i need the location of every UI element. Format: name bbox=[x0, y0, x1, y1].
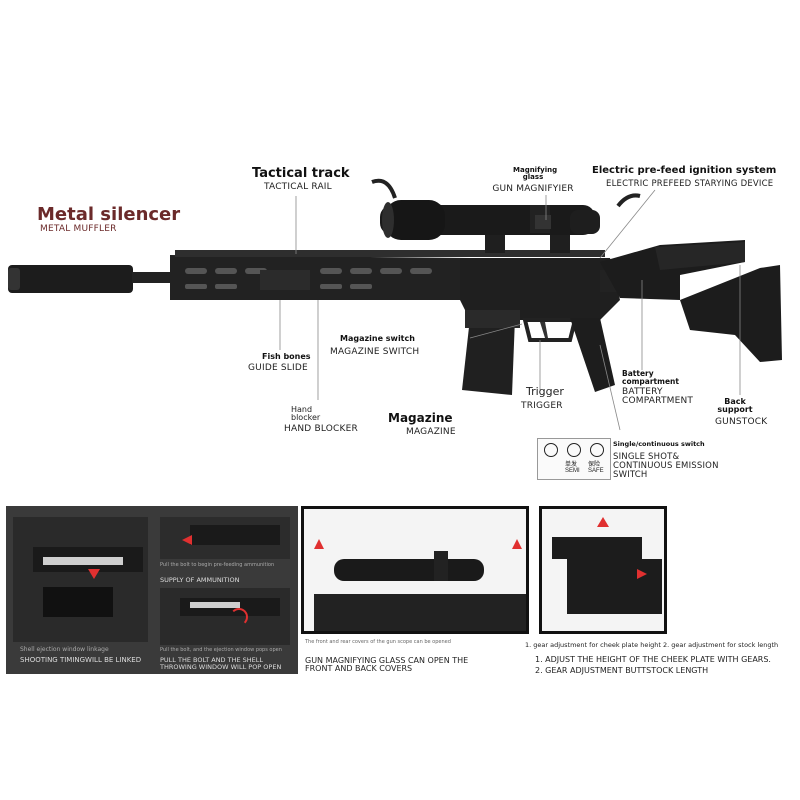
metal-silencer-label: Metal silencer METAL MUFFLER bbox=[37, 204, 181, 234]
silencer bbox=[8, 265, 133, 293]
stock-photo bbox=[539, 506, 667, 634]
curved-arrow-icon bbox=[230, 608, 248, 626]
back-support-title: Back support bbox=[717, 397, 753, 415]
tactical-track-caption: TACTICAL RAIL bbox=[264, 181, 332, 192]
right-arrow-icon bbox=[637, 569, 647, 579]
top-rail bbox=[175, 250, 605, 257]
auto-icon bbox=[544, 443, 558, 457]
electric-prefeed-caption: ELECTRIC PREFEED STARYING DEVICE bbox=[606, 178, 774, 189]
magnifying-glass-label: Magnifying glass GUN MAGNIFYIER bbox=[488, 166, 578, 194]
supply-caption: SUPPLY OF AMMUNITION bbox=[160, 576, 240, 584]
electric-prefeed-label: Electric pre-feed ignition system ELECTR… bbox=[592, 165, 777, 189]
gunstock-shape bbox=[600, 240, 782, 362]
scope-small: The front and rear covers of the gun sco… bbox=[305, 639, 451, 645]
barrel bbox=[132, 272, 177, 283]
rifle-illustration bbox=[8, 178, 782, 431]
down-arrow-icon bbox=[88, 569, 100, 579]
pull-bolt-small: Pull the bolt, and the ejection window p… bbox=[160, 647, 282, 653]
magazine-switch-caption: MAGAZINE SWITCH bbox=[330, 347, 420, 358]
magazine-label: Magazine MAGAZINE bbox=[388, 412, 456, 437]
trigger-title: Trigger bbox=[526, 385, 564, 398]
trigger-shape bbox=[540, 322, 548, 338]
semi-text: SEMI bbox=[565, 468, 580, 474]
scope bbox=[371, 178, 641, 253]
magnifying-glass-caption: GUN MAGNIFYIER bbox=[492, 183, 574, 194]
shell-ejection-photo bbox=[13, 517, 148, 642]
fish-bones-title: Fish bones bbox=[262, 352, 311, 361]
stock-line1: 1. ADJUST THE HEIGHT OF THE CHEEK PLATE … bbox=[535, 655, 771, 664]
battery-title: Battery compartment bbox=[622, 369, 679, 386]
pistol-grip bbox=[570, 318, 615, 392]
semi-icon bbox=[567, 443, 581, 457]
magazine-caption: MAGAZINE bbox=[406, 426, 456, 437]
magazine-switch-label: Magazine switch MAGAZINE SWITCH bbox=[330, 334, 420, 358]
single-continuous-label: Single/continuous switch SINGLE SHOT& CO… bbox=[613, 441, 723, 480]
up-arrow-icon bbox=[597, 517, 609, 527]
supply-photo bbox=[160, 517, 290, 559]
scope-photo bbox=[301, 506, 529, 634]
battery-caption: BATTERY COMPARTMENT bbox=[622, 386, 694, 407]
stock-small: 1. gear adjustment for cheek plate heigh… bbox=[525, 641, 779, 649]
shell-ejection-small: Shell ejection window linkage bbox=[20, 646, 109, 653]
electric-prefeed-title: Electric pre-feed ignition system bbox=[592, 165, 777, 176]
trigger-label: Trigger TRIGGER bbox=[521, 386, 564, 411]
magazine-title: Magazine bbox=[388, 411, 453, 425]
back-support-caption: GUNSTOCK bbox=[715, 416, 768, 427]
hand-blocker-caption: HAND BLOCKER bbox=[284, 423, 358, 434]
up-right-arrow-icon bbox=[512, 539, 522, 549]
single-continuous-caption: SINGLE SHOT& CONTINUOUS EMISSION SWITCH bbox=[613, 451, 719, 480]
single-continuous-title: Single/continuous switch bbox=[613, 440, 705, 448]
semi-cn-text: 单发 bbox=[565, 462, 578, 468]
fish-bones-caption: GUIDE SLIDE bbox=[248, 363, 308, 374]
up-left-arrow-icon bbox=[314, 539, 324, 549]
metal-silencer-title: Metal silencer bbox=[37, 204, 181, 225]
pull-bolt-caption: PULL THE BOLT AND THE SHELL THROWING WIN… bbox=[160, 656, 282, 671]
magazine-switch-title: Magazine switch bbox=[340, 334, 415, 343]
metal-silencer-caption: METAL MUFFLER bbox=[40, 223, 117, 234]
safe-icon bbox=[590, 443, 604, 457]
shell-ejection-caption: SHOOTING TIMINGWILL BE LINKED bbox=[20, 656, 142, 664]
fish-bones-label: Fish bones GUIDE SLIDE bbox=[248, 352, 311, 374]
magazine-shape bbox=[462, 318, 515, 395]
scope-caption: GUN MAGNIFYING GLASS CAN OPEN THE FRONT … bbox=[305, 656, 469, 674]
left-arrow-icon bbox=[182, 535, 192, 545]
pull-bolt-photo bbox=[160, 588, 290, 645]
tactical-track-label: Tactical track TACTICAL RAIL bbox=[252, 167, 350, 192]
hand-blocker-title: Hand blocker bbox=[291, 405, 321, 423]
safe-cn-text: 保险 bbox=[588, 462, 601, 468]
safe-text: SAFE bbox=[588, 468, 604, 474]
battery-label: Battery compartment BATTERY COMPARTMENT bbox=[622, 370, 702, 407]
stock-line2: 2. GEAR ADJUSTMENT BUTTSTOCK LENGTH bbox=[535, 666, 709, 675]
hand-blocker-label: Hand blocker HAND BLOCKER bbox=[284, 405, 358, 434]
trigger-caption: TRIGGER bbox=[521, 400, 563, 411]
supply-small: Pull the bolt to begin pre-feeding ammun… bbox=[160, 562, 275, 568]
back-support-label: Back support GUNSTOCK bbox=[715, 397, 768, 427]
receiver bbox=[460, 258, 620, 320]
magnifying-glass-title: Magnifying glass bbox=[513, 166, 558, 182]
handguard bbox=[170, 255, 470, 300]
tactical-track-title: Tactical track bbox=[252, 166, 350, 181]
fire-selector-icons: 单发 保险 SEMI SAFE bbox=[537, 438, 611, 480]
